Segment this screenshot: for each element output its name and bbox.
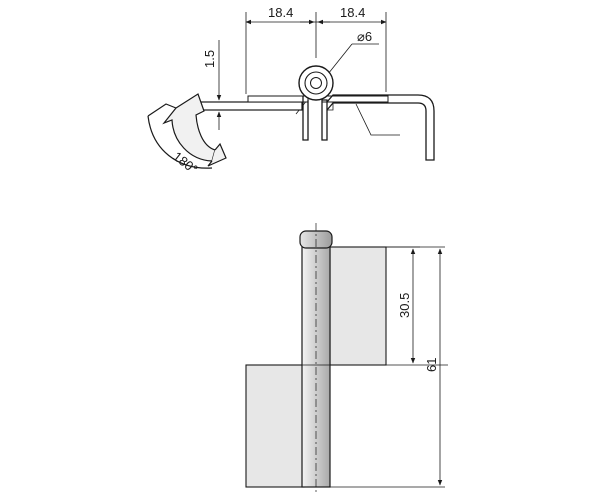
total-height-label: 61 [424,358,439,372]
right-leaf-top-view [326,94,435,161]
rotation-arrow-icon: 180° [147,93,227,177]
knuckle-left-leg [302,96,309,141]
left-leaf-top-view [199,101,303,111]
knuckle-right-leg [321,99,328,141]
top-view: 18.4 18.4 ⌀6 1.5 [147,5,435,177]
lower-leaf [245,364,305,488]
width-left-label: 18.4 [268,5,293,20]
hinge-pin [301,245,331,488]
diameter-label: ⌀6 [357,29,372,44]
upper-leaf [329,246,387,366]
thickness-label: 1.5 [202,50,217,68]
right-leaf-leader [355,103,400,136]
leaf-height-label: 30.5 [397,293,412,318]
pin-section [310,77,322,89]
width-right-label: 18.4 [340,5,365,20]
side-view: 30.5 61 [245,223,448,494]
